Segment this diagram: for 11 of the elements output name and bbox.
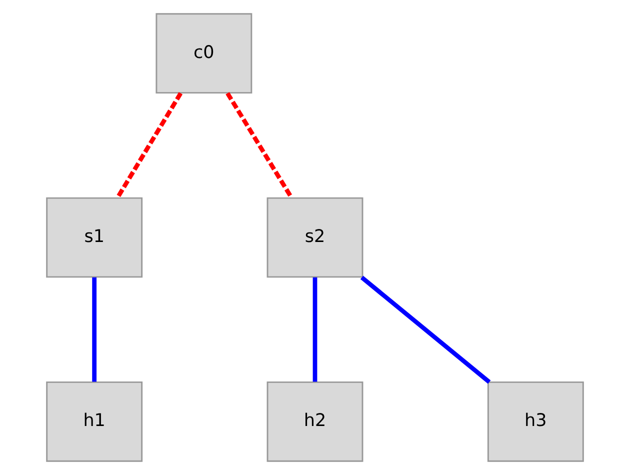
- node-box: h2: [266, 381, 363, 462]
- connector: [225, 92, 293, 199]
- node-box: h1: [46, 381, 142, 462]
- node-box: s2: [266, 197, 363, 278]
- node-box: s1: [46, 197, 142, 278]
- connector: [312, 277, 317, 382]
- connector: [360, 276, 490, 384]
- connector: [92, 277, 96, 382]
- node-box: c0: [155, 13, 252, 94]
- connector: [115, 92, 182, 199]
- node-box: h3: [486, 381, 584, 462]
